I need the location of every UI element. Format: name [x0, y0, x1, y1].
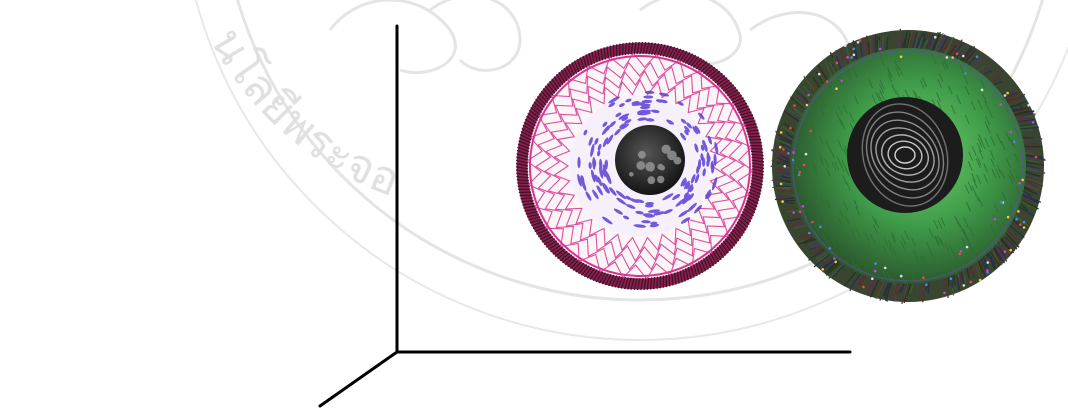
watermark-arc-text: นโลยีพระจอ — [200, 18, 408, 207]
y-axis-diagonal — [320, 352, 397, 406]
green-sphere-core — [847, 97, 963, 213]
magenta-layered-sphere — [516, 42, 764, 290]
